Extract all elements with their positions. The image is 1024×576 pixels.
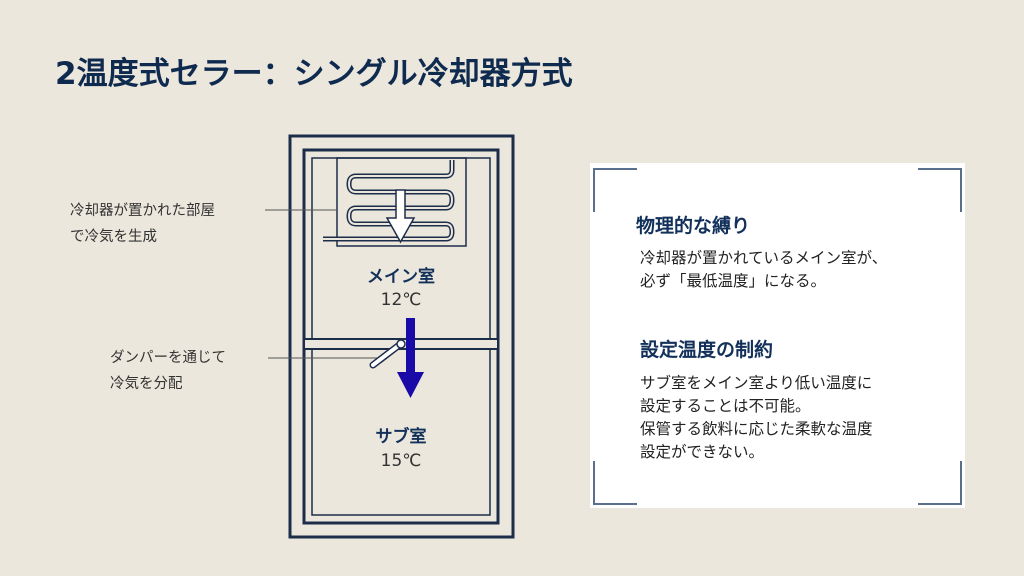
section1-body: 冷却器が置かれているメイン室が、 必ず「最低温度」になる。 (640, 247, 887, 293)
flow-arrow-icon (397, 318, 424, 398)
section1-line: 冷却器が置かれているメイン室が、 (640, 249, 888, 267)
corner-bracket-icon (593, 168, 637, 212)
cooling-coil-icon (323, 160, 455, 242)
section2-line: 設定することは不可能。 (640, 397, 811, 415)
corner-bracket-icon (918, 461, 962, 505)
cooler-label: 冷却器が置かれた部屋 で冷気を生成 (70, 198, 215, 250)
damper-label-line1: ダンパーを通じて (110, 350, 226, 366)
cold-air-arrow-icon (385, 189, 416, 244)
sub-room-temp: 15℃ (380, 451, 422, 471)
section1-heading: 物理的な縛り (636, 215, 751, 237)
main-room-temp: 12℃ (380, 290, 422, 310)
section2-line: サブ室をメイン室より低い温度に (640, 374, 873, 392)
constraints-card: 物理的な縛り 冷却器が置かれているメイン室が、 必ず「最低温度」になる。 設定温… (590, 163, 965, 508)
section2-line: 保管する飲料に応じた柔軟な温度 (640, 420, 873, 438)
damper-label: ダンパーを通じて 冷気を分配 (110, 345, 226, 397)
cooler-label-line1: 冷却器が置かれた部屋 (70, 203, 215, 219)
damper-icon (369, 339, 406, 369)
cellar-inner-frame (302, 148, 500, 525)
cooler-label-line2: で冷気を生成 (70, 229, 157, 245)
cooler-unit (336, 157, 467, 247)
section2-line: 設定ができない。 (640, 443, 765, 461)
cellar-outer-frame (288, 134, 515, 539)
section1-line: 必ず「最低温度」になる。 (640, 272, 827, 290)
corner-bracket-icon (918, 168, 962, 212)
sub-room-name: サブ室 (375, 427, 427, 447)
damper-label-line2: 冷気を分配 (110, 376, 183, 392)
section2-heading: 設定温度の制約 (640, 339, 774, 361)
main-room-name: メイン室 (367, 267, 435, 287)
corner-bracket-icon (593, 461, 637, 505)
slide-title: 2温度式セラー：シングル冷却器方式 (55, 56, 573, 92)
section2-body: サブ室をメイン室より低い温度に 設定することは不可能。 保管する飲料に応じた柔軟… (640, 372, 873, 464)
